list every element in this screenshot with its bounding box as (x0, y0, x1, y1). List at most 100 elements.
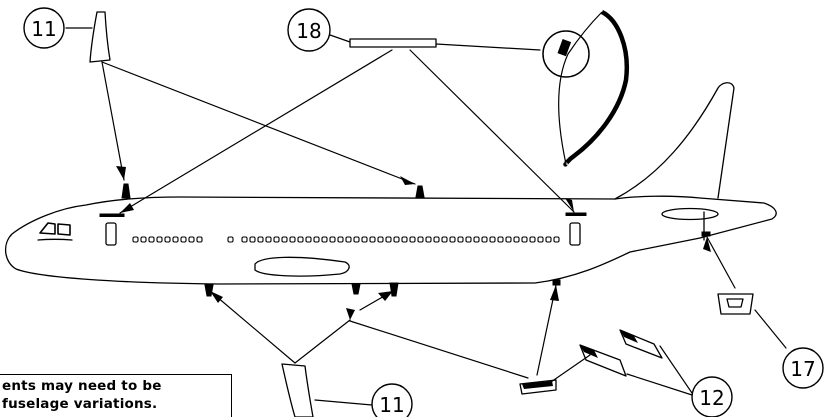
arrowhead (703, 237, 711, 252)
plate-antenna-detail (349, 38, 437, 48)
passenger-window (505, 236, 512, 243)
passenger-window (241, 236, 248, 243)
arrowhead (400, 176, 415, 185)
passenger-window (521, 236, 528, 243)
antenna-base-12-fill (522, 381, 553, 389)
leader-12-a (349, 320, 529, 379)
leader-11-bottom-b (294, 319, 351, 364)
blade-antenna-12-b-fill (620, 330, 638, 343)
forward-door (105, 222, 117, 246)
antenna-blade-top-fwd (121, 183, 131, 199)
leader-18-b (409, 49, 575, 213)
curved-panel-inner (558, 11, 603, 165)
passenger-window (281, 236, 288, 243)
passenger-window (321, 236, 328, 243)
leader-12-c (547, 354, 591, 385)
passenger-window (156, 236, 163, 243)
callout-18-circle (287, 8, 331, 52)
passenger-window (457, 236, 464, 243)
arrowhead (565, 198, 574, 212)
note-box: ents may need to be fuselage variations. (0, 374, 232, 417)
trapezoid-antenna-window (726, 298, 744, 308)
callout-11-top-circle (23, 7, 65, 49)
passenger-window (473, 236, 480, 243)
leader-18-stub (329, 34, 351, 43)
passenger-window (529, 236, 536, 243)
passenger-window (553, 236, 560, 243)
passenger-windows (132, 236, 560, 243)
passenger-window (513, 236, 520, 243)
detail-circle (542, 30, 590, 78)
fuselage-outline (5, 195, 777, 285)
passenger-window (401, 236, 408, 243)
arrowhead (120, 203, 134, 213)
passenger-window (489, 236, 496, 243)
passenger-window (164, 236, 171, 243)
leader-18-detail (435, 43, 541, 51)
passenger-window (361, 236, 368, 243)
passenger-window (257, 236, 264, 243)
leader-11-bottom-a (209, 290, 296, 364)
antenna-blade-top-mid (415, 185, 425, 198)
leader-11-top-a (101, 61, 125, 181)
passenger-window (497, 236, 504, 243)
passenger-window (385, 236, 392, 243)
passenger-window (148, 236, 155, 243)
arrowhead (346, 308, 355, 320)
nose-seam (37, 238, 73, 241)
leader-12-d (626, 373, 693, 396)
passenger-window (393, 236, 400, 243)
passenger-window (180, 236, 187, 243)
passenger-window (481, 236, 488, 243)
passenger-window (545, 236, 552, 243)
leader-17-a (706, 236, 736, 289)
aft-door (569, 222, 581, 246)
blade-antenna-detail-bottom (281, 363, 314, 417)
arrowhead (378, 291, 393, 301)
curved-panel-detail (563, 9, 630, 167)
antenna-blade-bottom-aft (389, 282, 399, 297)
passenger-window (273, 236, 280, 243)
passenger-window (345, 236, 352, 243)
passenger-window (132, 236, 139, 243)
antenna-blade-bottom-mid (351, 283, 361, 295)
note-line-1: ents may need to be (2, 378, 162, 394)
passenger-window (289, 236, 296, 243)
passenger-window (449, 236, 456, 243)
callout-18-label: 18 (296, 19, 321, 43)
antenna-plate-top-fwd (99, 213, 125, 217)
passenger-window (313, 236, 320, 243)
arrowhead (210, 291, 223, 303)
passenger-window (329, 236, 336, 243)
trapezoid-antenna-detail (717, 293, 754, 315)
callout-17-label: 17 (790, 357, 815, 381)
passenger-window (172, 236, 179, 243)
cockpit-window-1 (39, 222, 56, 235)
passenger-window (337, 236, 344, 243)
passenger-window (305, 236, 312, 243)
passenger-window (377, 236, 384, 243)
passenger-window (441, 236, 448, 243)
arrowhead (550, 285, 559, 301)
callout-17-circle (782, 347, 824, 389)
passenger-window (465, 236, 472, 243)
callout-11-top-label: 11 (31, 17, 56, 41)
passenger-window (369, 236, 376, 243)
note-line-2: fuselage variations. (2, 396, 158, 412)
passenger-window (297, 236, 304, 243)
passenger-window (433, 236, 440, 243)
detail-circle-mark (557, 39, 572, 57)
passenger-window (425, 236, 432, 243)
callout-12-label: 12 (699, 386, 724, 410)
passenger-window (196, 236, 203, 243)
leader-11-top-b (101, 61, 416, 185)
antenna-base-12 (519, 379, 557, 395)
passenger-window (249, 236, 256, 243)
blade-antenna-detail-top (89, 11, 111, 63)
antenna-blade-bottom-fwd (204, 284, 214, 297)
leader-18-a (119, 49, 393, 214)
passenger-window (188, 236, 195, 243)
antenna-stub-12 (552, 279, 561, 286)
passenger-window (409, 236, 416, 243)
